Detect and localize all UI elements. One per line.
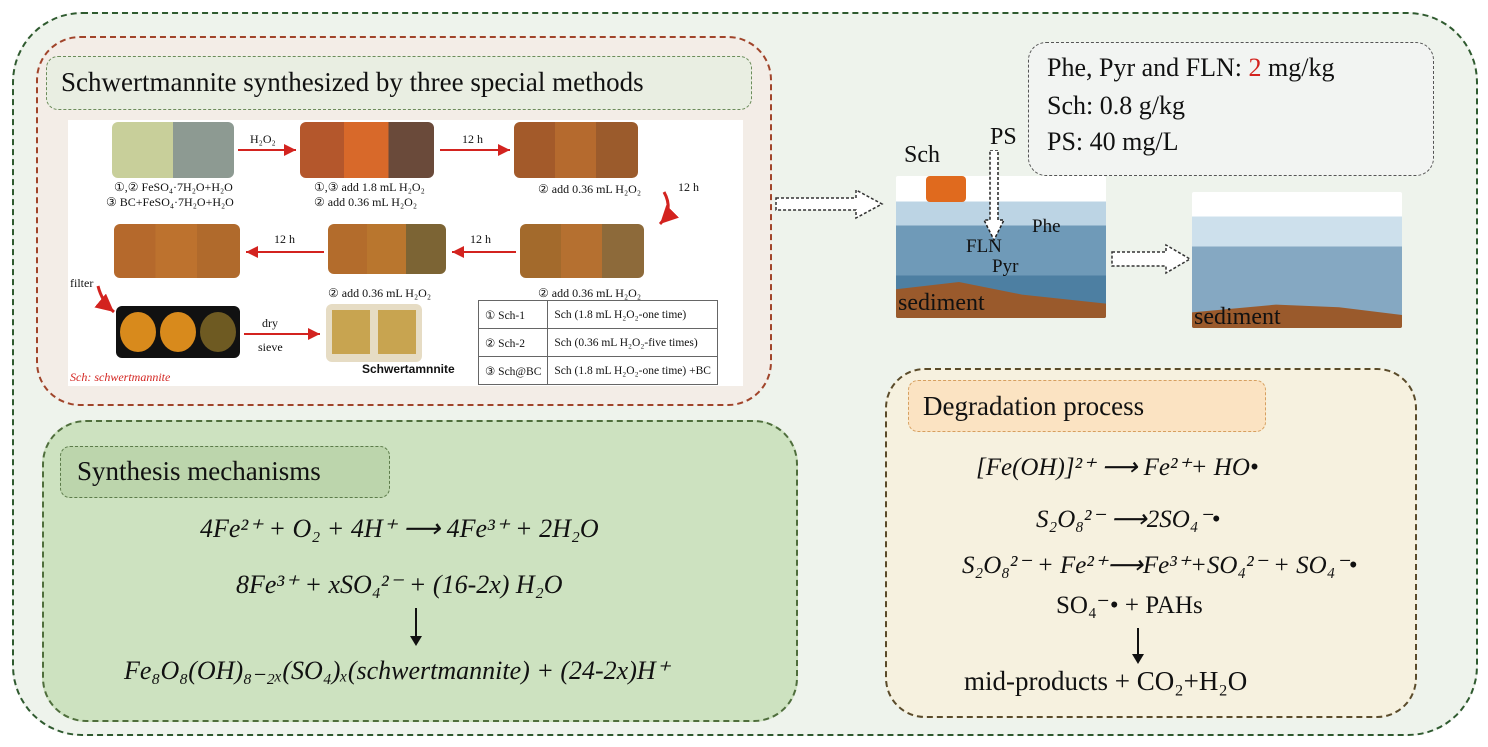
- parameters-box: Phe, Pyr and FLN: 2 mg/kg Sch: 0.8 g/kg …: [1028, 42, 1434, 176]
- degradation-eq4: SO₄⁻• + PAHs: [1056, 592, 1203, 619]
- table-cell: Sch (1.8 mL H₂O₂-one time) +BC: [547, 356, 718, 385]
- filter-label: filter: [70, 276, 94, 290]
- condition-a1: ①,② FeSO₄·7H₂O+H₂O: [114, 180, 233, 194]
- condition-d: ② add 0.36 mL H₂O₂: [538, 286, 642, 300]
- flask-photo-step4: [520, 224, 644, 278]
- mechanism-title: Synthesis mechanisms: [60, 446, 390, 498]
- sediment-label-1: sediment: [898, 290, 985, 316]
- down-arrow-icon: [410, 608, 422, 648]
- mechanism-eq1: 4Fe²⁺ + O₂ + 4H⁺ ⟶ 4Fe³⁺ + 2H₂O: [200, 514, 599, 543]
- synthesis-title: Schwertmannite synthesized by three spec…: [46, 56, 752, 110]
- ps-arrow-icon: [982, 150, 1006, 242]
- condition-b1: ①,③ add 1.8 mL H₂O₂: [314, 180, 425, 194]
- flow-arrow-icon-2: [1111, 243, 1192, 275]
- param-line1: Phe, Pyr and FLN: 2 mg/kg: [1047, 53, 1334, 83]
- phe-label: Phe: [1032, 216, 1061, 237]
- product-photo: [326, 304, 422, 362]
- table-cell: ① Sch-1: [477, 300, 549, 329]
- param-line1-value: 2: [1248, 53, 1262, 82]
- down-arrow-icon-2: [1132, 628, 1144, 666]
- flask-photo-step6: [114, 224, 240, 278]
- table-cell: Sch (1.8 mL H₂O₂-one time): [547, 300, 718, 329]
- clean-water-image: [1192, 192, 1402, 328]
- ps-label: PS: [990, 124, 1017, 150]
- degradation-eq1: [Fe(OH)]²⁺ ⟶ Fe²⁺+ HO•: [976, 454, 1259, 481]
- condition-e: ② add 0.36 mL H₂O₂: [328, 286, 432, 300]
- time-label-1: 12 h: [462, 132, 483, 146]
- product-label: Schwertamnnite: [362, 362, 455, 376]
- dry-label: dry: [262, 316, 278, 330]
- condition-c: ② add 0.36 mL H₂O₂: [538, 182, 642, 196]
- mechanism-eq2: 8Fe³⁺ + xSO₄²⁻ + (16-2x) H₂O: [236, 570, 563, 599]
- sch-label: Sch: [904, 142, 940, 168]
- sediment-label-2: sediment: [1194, 304, 1281, 330]
- h2o2-label: H₂O₂: [250, 132, 276, 146]
- degradation-eq3: S₂O₈²⁻ + Fe²⁺⟶Fe³⁺+SO₄²⁻ + SO₄⁻•: [962, 552, 1358, 579]
- pyr-label: Pyr: [992, 256, 1019, 277]
- synthesis-arrows: [94, 144, 680, 340]
- condition-a2: ③ BC+FeSO₄·7H₂O+H₂O: [106, 195, 234, 209]
- degradation-eq2: S₂O₈²⁻ ⟶2SO₄⁻•: [1036, 506, 1221, 533]
- param-line1-prefix: Phe, Pyr and FLN:: [1047, 53, 1249, 82]
- degradation-eq5: mid-products + CO₂+H₂O: [964, 666, 1248, 696]
- fln-label: FLN: [966, 236, 1002, 257]
- sieve-label: sieve: [258, 340, 283, 354]
- degradation-title: Degradation process: [908, 380, 1266, 432]
- param-line3: PS: 40 mg/L: [1047, 127, 1179, 156]
- filter-photo: [116, 306, 240, 358]
- flask-photo-step5: [328, 224, 446, 274]
- condition-b2: ② add 0.36 mL H₂O₂: [314, 195, 418, 209]
- time-label-3: 12 h: [470, 232, 491, 246]
- table-cell: ② Sch-2: [477, 328, 549, 357]
- flask-photo-h2o2: [300, 122, 434, 178]
- reaction-scene-image: [896, 176, 1106, 318]
- time-label-4: 12 h: [274, 232, 295, 246]
- flask-photo-initial: [112, 122, 234, 178]
- abbrev-note: Sch: schwertmannite: [70, 370, 171, 384]
- param-line1-unit: mg/kg: [1261, 53, 1335, 82]
- flask-photo-12h: [514, 122, 638, 178]
- table-cell: ③ Sch@BC: [477, 356, 549, 385]
- param-line2: Sch: 0.8 g/kg: [1047, 91, 1185, 120]
- flow-arrow-icon: [775, 188, 884, 220]
- table-cell: Sch (0.36 mL H₂O₂-five times): [547, 328, 718, 357]
- time-label-2: 12 h: [678, 180, 699, 194]
- mechanism-eq3: Fe₈O₈(OH)₈₋₂ₓ(SO₄)ₓ(schwertmannite) + (2…: [124, 656, 670, 685]
